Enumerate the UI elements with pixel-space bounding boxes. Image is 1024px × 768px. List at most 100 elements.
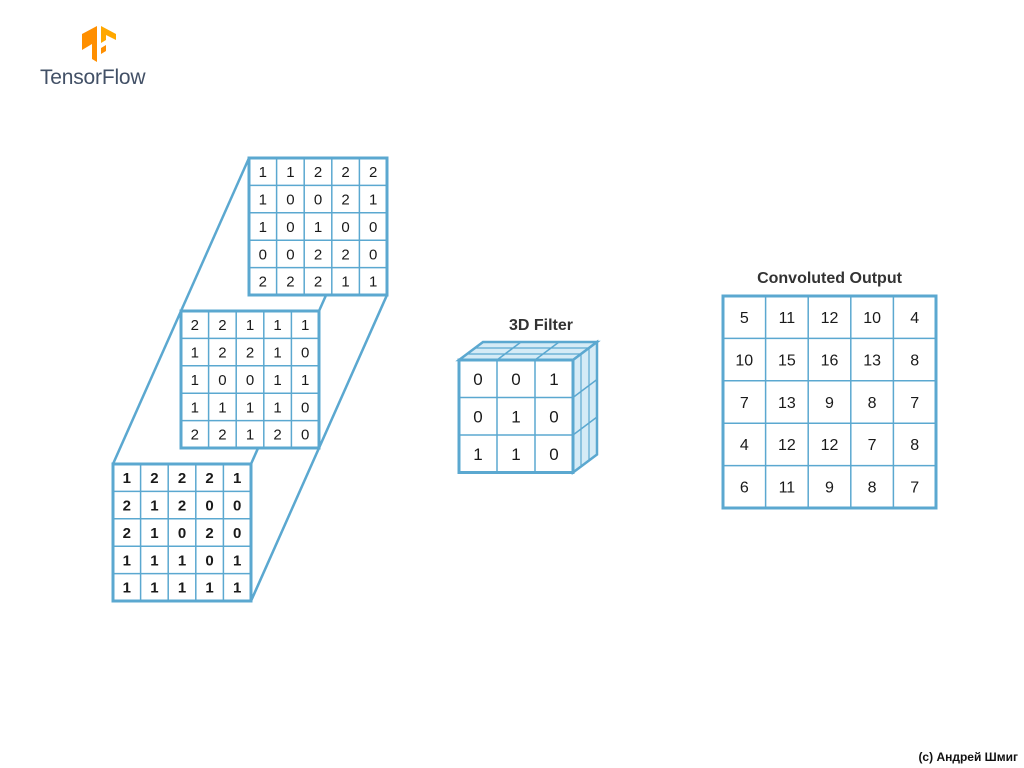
input-channel-3-cell: 1 xyxy=(150,525,158,542)
input-channel-3-cell: 2 xyxy=(178,470,186,487)
input-channel-1-cell: 2 xyxy=(286,274,294,291)
input-channel-3-cell: 1 xyxy=(178,552,186,569)
input-channel-1-cell: 0 xyxy=(286,192,294,209)
input-channel-1-cell: 0 xyxy=(259,246,267,263)
input-channel-3-cell: 1 xyxy=(123,552,131,569)
input-channel-3-cell: 1 xyxy=(150,552,158,569)
input-channel-3-cell: 1 xyxy=(205,580,213,597)
input-channel-2-cell: 1 xyxy=(246,427,254,444)
input-channel-3-cell: 1 xyxy=(178,580,186,597)
input-channel-2-cell: 0 xyxy=(218,372,226,389)
input-channel-2-cell: 1 xyxy=(301,372,309,389)
output-cell: 13 xyxy=(778,395,796,412)
input-channel-3-cell: 2 xyxy=(178,498,186,515)
input-channel-1-cell: 2 xyxy=(341,246,349,263)
output-cell: 6 xyxy=(740,480,749,497)
output-cell: 5 xyxy=(740,310,749,327)
input-channel-2-cell: 2 xyxy=(218,427,226,444)
filter-cell: 0 xyxy=(473,407,482,426)
input-channel-3-cell: 1 xyxy=(233,470,241,487)
input-channel-2-cell: 2 xyxy=(191,427,199,444)
input-channel-1-cell: 0 xyxy=(369,219,377,236)
filter-cell: 0 xyxy=(511,370,520,389)
output-cell: 7 xyxy=(868,437,877,454)
input-channel-3-cell: 2 xyxy=(123,525,131,542)
output-cell: 7 xyxy=(740,395,749,412)
input-channel-2-cell: 2 xyxy=(218,345,226,362)
input-channel-1-cell: 2 xyxy=(369,164,377,181)
output-cell: 7 xyxy=(910,395,919,412)
input-channel-2-cell: 2 xyxy=(191,317,199,334)
input-channel-3-cell: 1 xyxy=(123,470,131,487)
input-channel-3-cell: 0 xyxy=(205,552,213,569)
input-channel-1-cell: 0 xyxy=(314,192,322,209)
output-cell: 7 xyxy=(910,480,919,497)
filter-cell: 0 xyxy=(473,370,482,389)
input-channel-1-cell: 0 xyxy=(286,219,294,236)
input-channel-3-cell: 0 xyxy=(205,498,213,515)
filter-cell: 1 xyxy=(511,407,520,426)
input-channel-3-cell: 1 xyxy=(150,580,158,597)
input-channel-1-cell: 0 xyxy=(286,246,294,263)
input-channel-1-cell: 0 xyxy=(341,219,349,236)
output-cell: 12 xyxy=(821,310,839,327)
input-channel-1-cell: 1 xyxy=(314,219,322,236)
grid-line xyxy=(572,378,598,399)
output-cell: 16 xyxy=(821,352,839,369)
output-cell: 8 xyxy=(868,395,877,412)
logo-wordmark: TensorFlow xyxy=(40,66,146,89)
tensorflow-logo: TensorFlow xyxy=(40,26,170,96)
filter-cell: 1 xyxy=(549,370,558,389)
input-channel-2-cell: 1 xyxy=(273,345,281,362)
input-channel-1-cell: 1 xyxy=(369,274,377,291)
output-cell: 11 xyxy=(779,480,796,497)
filter-title: 3D Filter xyxy=(509,317,573,334)
input-channel-2-cell: 1 xyxy=(273,317,281,334)
output-frame xyxy=(721,294,938,510)
input-channel-3-cell: 2 xyxy=(123,498,131,515)
grid-line xyxy=(572,416,598,436)
input-channel-2-cell: 2 xyxy=(246,345,254,362)
input-channel-3-cell: 1 xyxy=(123,580,131,597)
output-cell: 12 xyxy=(821,437,839,454)
input-channel-2-cell: 2 xyxy=(273,427,281,444)
input-channel-3-cell: 1 xyxy=(233,552,241,569)
perspective-edge xyxy=(250,294,388,602)
input-channel-1-cell: 2 xyxy=(314,246,322,263)
input-channel-1-cell: 1 xyxy=(369,192,377,209)
input-channel-1-cell: 0 xyxy=(369,246,377,263)
input-channel-2-cell: 0 xyxy=(301,427,309,444)
input-channel-2-cell: 1 xyxy=(191,345,199,362)
filter-cell: 1 xyxy=(473,445,482,464)
input-channel-2-cell: 1 xyxy=(246,399,254,416)
output-cell: 8 xyxy=(868,480,877,497)
input-channel-1-cell: 1 xyxy=(341,274,349,291)
grid-line xyxy=(534,341,560,361)
filter-frame xyxy=(457,358,575,474)
input-channel-2-cell: 1 xyxy=(301,317,309,334)
input-channel-3-frame xyxy=(111,462,253,603)
input-channel-2-cell: 1 xyxy=(273,399,281,416)
input-channel-2-cell: 0 xyxy=(301,345,309,362)
input-channel-3-cell: 0 xyxy=(233,498,241,515)
copyright-credit: (c) Андрей Шмиг xyxy=(918,750,1018,764)
input-channel-1-cell: 1 xyxy=(259,164,267,181)
grid-line xyxy=(496,341,522,361)
input-volume: 1 1 2 2 2 1 0 0 2 1 1 0 1 0 0 0 0 2 2 0 2 2 2 1 1 2 2 1 1 1 1 2 2 1 0 1 0 0 1 1… xyxy=(111,156,389,603)
input-channel-1-cell: 2 xyxy=(314,274,322,291)
input-channel-1-cell: 2 xyxy=(341,164,349,181)
input-channel-2-cell: 0 xyxy=(301,399,309,416)
output-cell: 8 xyxy=(910,437,919,454)
output-cell: 4 xyxy=(910,310,919,327)
output-cell: 8 xyxy=(910,352,919,369)
input-channel-2-cell: 2 xyxy=(218,317,226,334)
filter-side-face xyxy=(571,339,599,475)
input-channel-2-cell: 0 xyxy=(246,372,254,389)
input-channel-2-cell: 1 xyxy=(191,372,199,389)
output-cell: 9 xyxy=(825,480,834,497)
input-channel-1-cell: 1 xyxy=(286,164,294,181)
output-cell: 10 xyxy=(863,310,881,327)
